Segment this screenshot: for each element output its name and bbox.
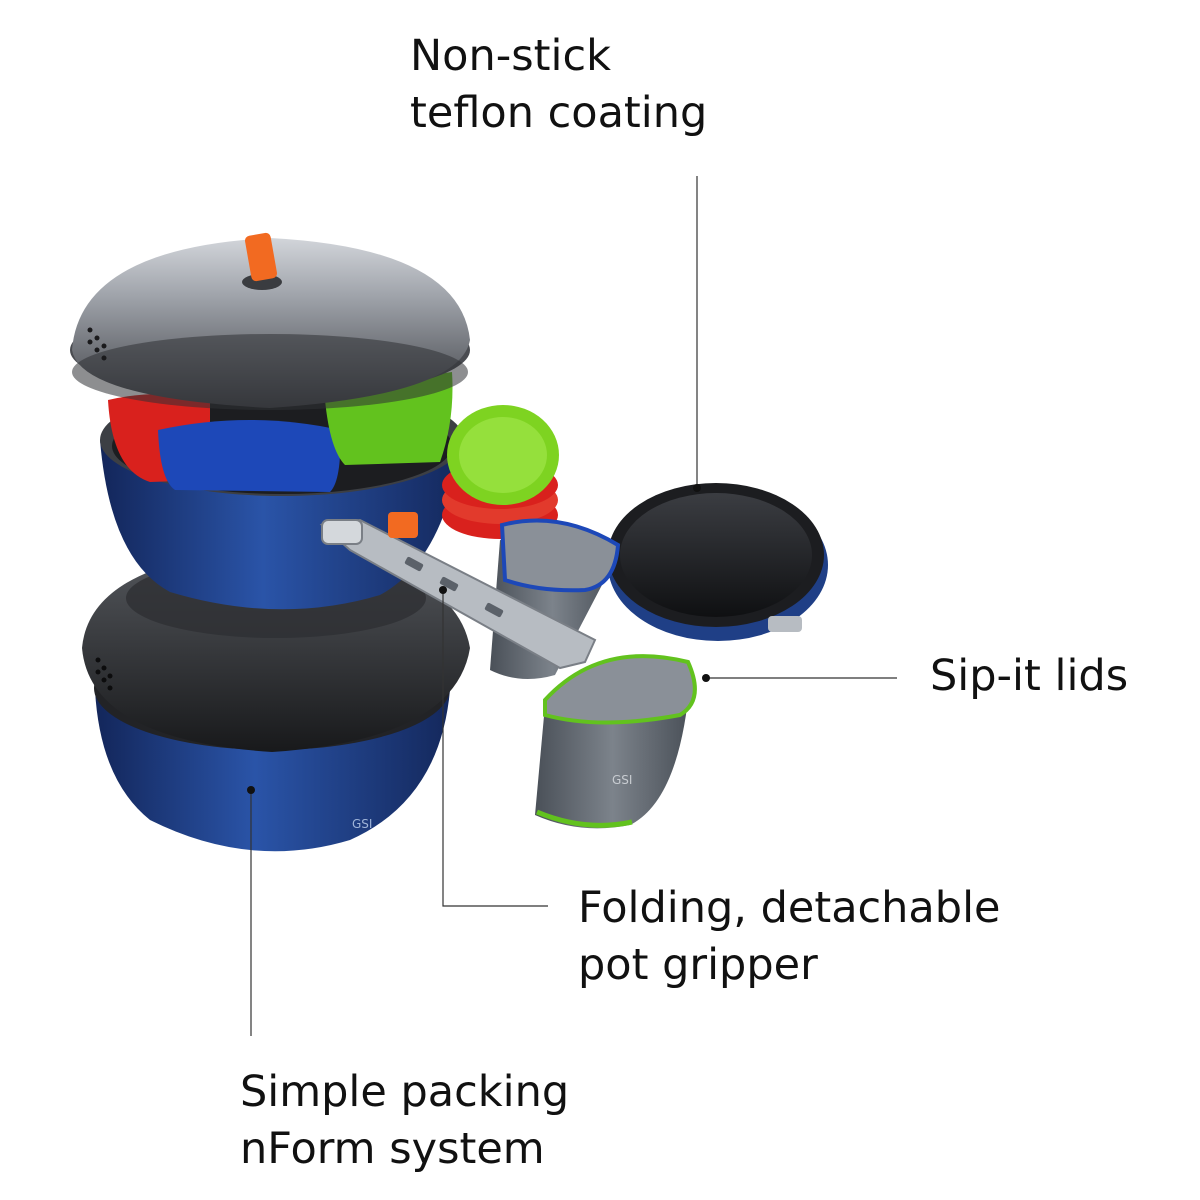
vent-holes — [87, 327, 107, 361]
pan-hinge-icon — [768, 616, 802, 632]
frying-pan — [608, 483, 828, 641]
callout-gripper-line1: Folding, detachable — [578, 883, 1001, 933]
pot-gripper — [319, 512, 597, 670]
callout-packing-line2: nForm system — [240, 1124, 545, 1174]
blue-cup — [158, 420, 341, 492]
callout-packing: Simple packing nForm system — [240, 1064, 569, 1178]
callout-sipit-line1: Sip-it lids — [930, 651, 1129, 701]
callout-sipit: Sip-it lids — [930, 648, 1128, 705]
leader-lines — [250, 176, 897, 1036]
callout-nonstick-line2: teflon coating — [410, 88, 708, 138]
sip-it-lid — [543, 654, 697, 725]
callout-nonstick-line1: Non-stick — [410, 31, 611, 81]
vent-holes — [95, 657, 113, 691]
sip-it-lid — [499, 518, 621, 593]
callout-packing-line1: Simple packing — [240, 1067, 570, 1117]
sip-it-mug-front: GSI — [535, 654, 697, 829]
callout-gripper: Folding, detachable pot gripper — [578, 880, 1000, 994]
top-pot-lid — [70, 232, 470, 410]
leader-dots — [247, 484, 710, 794]
callout-nonstick: Non-stick teflon coating — [410, 28, 707, 142]
leader-gripper — [442, 590, 548, 907]
handle-lock-icon — [388, 512, 418, 538]
pot-lid-knob-icon — [242, 232, 282, 290]
top-pot — [100, 372, 464, 610]
gsi-logo-icon: GSI — [352, 817, 372, 831]
callout-gripper-line2: pot gripper — [578, 940, 818, 990]
gsi-logo-icon: GSI — [612, 773, 632, 787]
